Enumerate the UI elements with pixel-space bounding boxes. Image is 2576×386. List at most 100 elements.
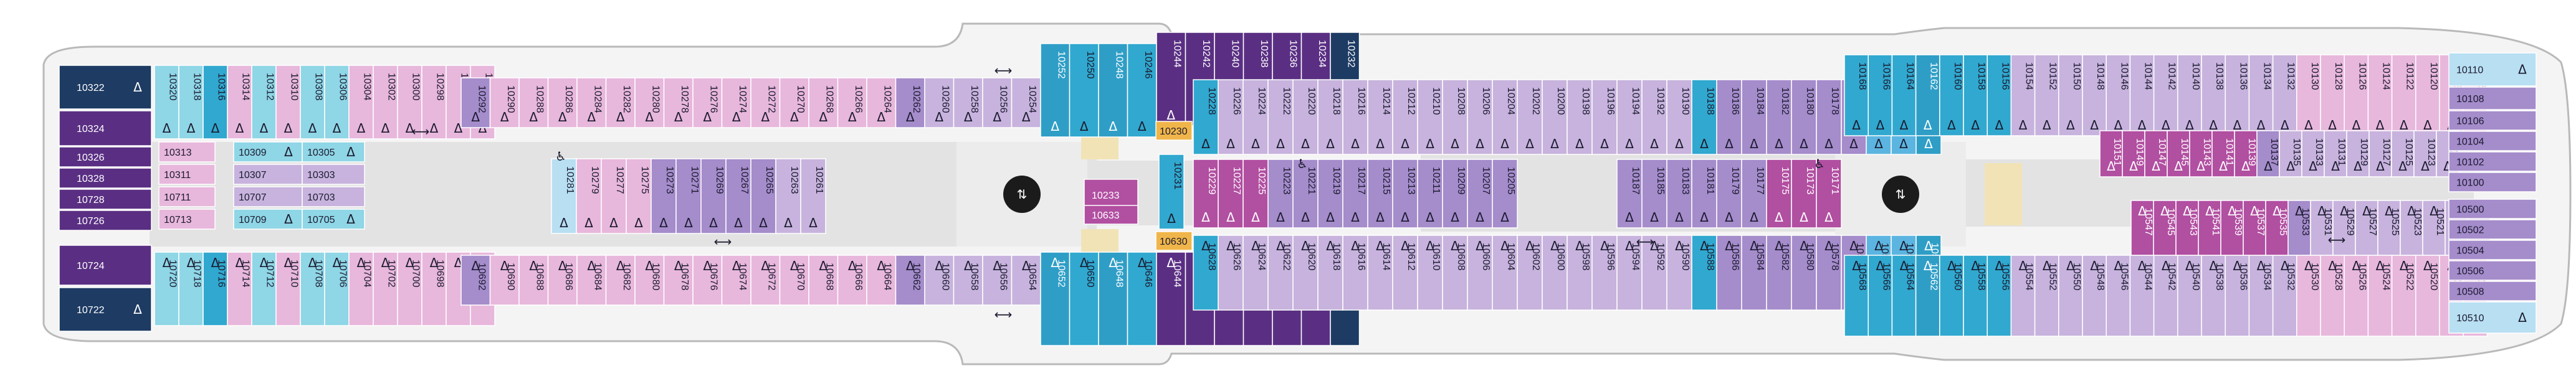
stateroom[interactable]: 10313	[158, 141, 216, 162]
stateroom[interactable]: 10100	[2448, 172, 2537, 192]
stateroom[interactable]: 10726	[59, 210, 152, 231]
stateroom[interactable]: 10506	[2448, 260, 2537, 281]
stateroom[interactable]: 10230	[1155, 121, 1193, 141]
stateroom[interactable]: 10502	[2448, 219, 2537, 240]
stateroom[interactable]: 10707	[233, 186, 303, 207]
stateroom[interactable]: 10508	[2448, 281, 2537, 301]
stateroom[interactable]: 10326	[59, 146, 152, 167]
